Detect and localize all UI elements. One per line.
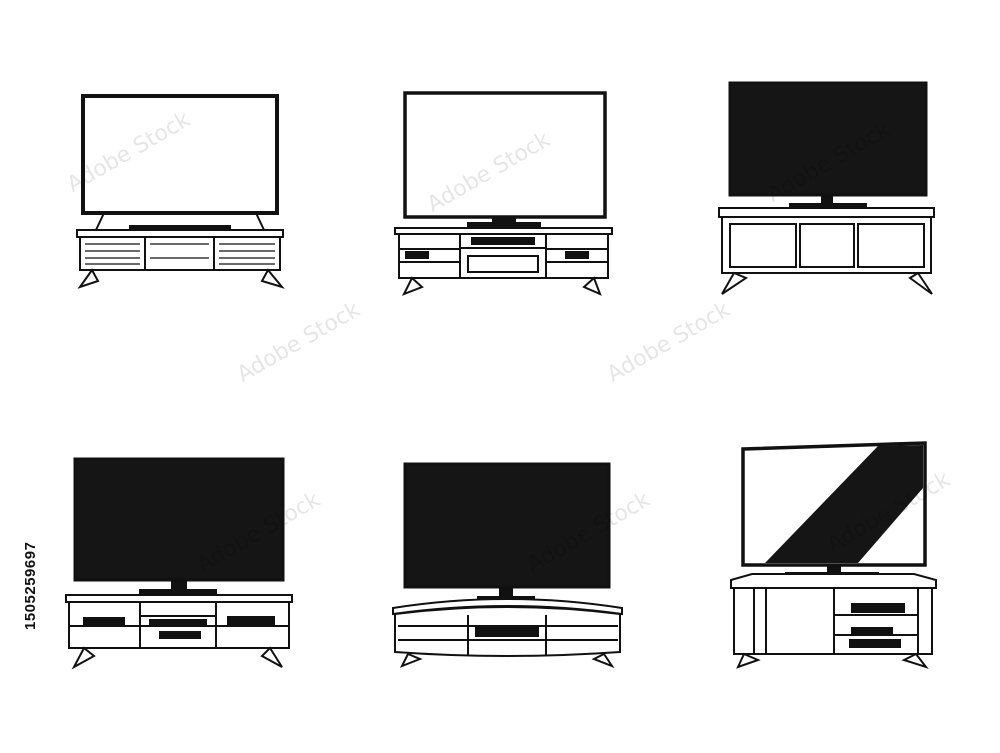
media-device	[565, 251, 589, 259]
tv-on-curved-console	[392, 462, 623, 669]
tv-stand-neck	[499, 586, 513, 598]
console-legs	[736, 652, 929, 669]
console-drawer	[467, 255, 539, 273]
console-dividers	[398, 615, 618, 656]
media-device	[851, 627, 893, 635]
console-legs	[77, 268, 285, 289]
console-legs	[71, 646, 283, 670]
tv-on-corner-cabinet	[730, 441, 937, 669]
console-dividers	[753, 588, 919, 654]
cabinet-door	[857, 223, 925, 268]
media-device	[849, 639, 901, 648]
console-legs	[399, 652, 615, 669]
tv-on-open-shelf-console	[65, 457, 293, 670]
media-device	[471, 237, 535, 245]
stock-id-number: 1505259697	[22, 541, 39, 630]
media-device	[851, 603, 905, 613]
tv-screen	[728, 81, 928, 197]
console-dividers	[144, 237, 215, 270]
console-dividers	[69, 602, 289, 648]
tv-screen	[81, 94, 279, 215]
console-legs	[401, 276, 602, 296]
console-top	[76, 229, 284, 238]
console-drawer	[475, 627, 539, 637]
media-device	[227, 616, 275, 625]
tv-stand-legs	[95, 212, 265, 231]
console-top	[730, 573, 937, 589]
console-soundbar	[129, 225, 231, 231]
console-legs	[721, 271, 933, 295]
tv-on-slatted-console	[76, 94, 285, 289]
tv-screen	[73, 457, 285, 582]
console-body	[79, 236, 281, 271]
screen-reflection	[765, 445, 923, 563]
tv-stand-base	[467, 222, 541, 228]
tv-screen	[403, 91, 607, 219]
media-device	[149, 619, 207, 626]
tv-stand-neck	[171, 579, 187, 591]
tv-stand-base	[139, 589, 217, 595]
tv-on-media-console-with-devices	[394, 91, 613, 296]
media-device	[83, 617, 125, 625]
console-slats	[85, 243, 275, 265]
console-dividers	[399, 234, 608, 278]
tv-on-sideboard-cabinet	[718, 81, 935, 295]
console-top	[65, 594, 293, 603]
console-top	[718, 207, 935, 218]
tv-screen	[403, 462, 611, 589]
media-device	[405, 251, 429, 259]
media-device	[159, 631, 201, 639]
tv-stand-neck	[827, 564, 841, 574]
cabinet-door	[799, 223, 855, 268]
cabinet-door	[729, 223, 797, 268]
